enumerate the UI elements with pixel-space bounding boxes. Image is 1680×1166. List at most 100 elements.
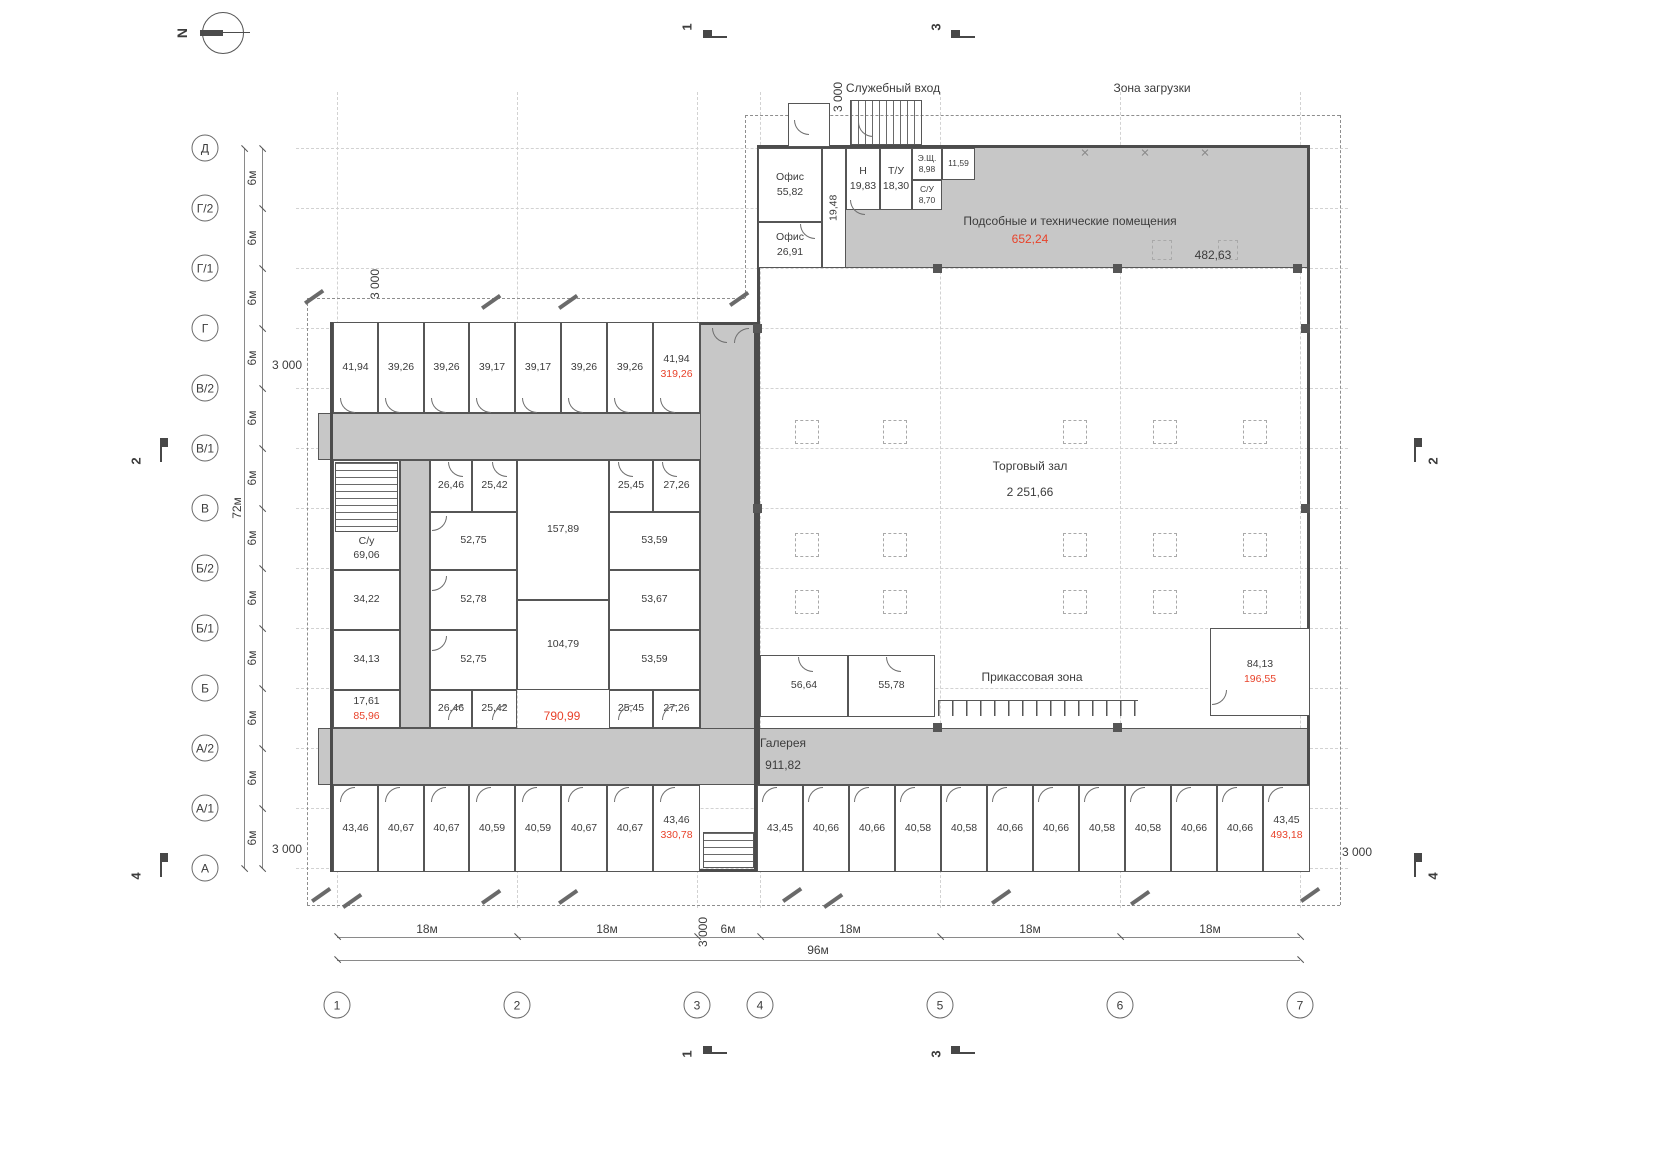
section-marker-glyph: [951, 1052, 975, 1055]
row-dim-label: 6м: [245, 770, 259, 786]
room-area-label: 40,67: [433, 821, 460, 834]
room-area-label: 104,79: [546, 638, 580, 651]
col-dim-label: 18м: [1019, 922, 1041, 936]
loading-zone-label: Зона загрузки: [1113, 81, 1191, 95]
section-marker: [156, 853, 168, 877]
room-cell: 157,89: [517, 460, 609, 600]
room-cell: 43,46: [333, 785, 378, 872]
room-area-label: 25,45: [617, 702, 645, 715]
section-marker: [703, 1046, 727, 1058]
room-area-label: 34,22: [353, 593, 380, 606]
entrance-mark: [1129, 890, 1151, 906]
room-area-label: 69,06: [353, 549, 380, 562]
column: [753, 504, 762, 513]
column-dashed: [1063, 533, 1087, 557]
room-area-label: 11,59: [948, 158, 969, 169]
room-cell: 52,75: [430, 512, 517, 570]
col-dim-label: 6м: [720, 922, 736, 936]
room-cell: 34,13: [333, 630, 400, 690]
grid-row-label: В: [191, 494, 219, 522]
room-cell: 40,66: [1217, 785, 1263, 872]
room-area-label: 39,17: [478, 360, 506, 373]
room-area-label: 52,75: [460, 653, 487, 666]
grid-row-label: Д: [191, 134, 219, 162]
room-cell: 40,67: [607, 785, 653, 872]
room-cell: 27,26: [653, 690, 700, 728]
room-area-label: 8,70: [918, 194, 936, 205]
gallery-area: [318, 728, 1310, 785]
room-area-label: 39,26: [387, 360, 415, 373]
gallery-area: 911,82: [765, 758, 801, 772]
cash-desks: [938, 700, 1138, 716]
row-dim-label: 6м: [245, 470, 259, 486]
room-area-label: 19,83: [849, 179, 877, 192]
grid-row-label: А/2: [191, 734, 219, 762]
column-dashed: [1243, 533, 1267, 557]
room-cell: 39,26: [607, 322, 653, 413]
dim-3000: 3 000: [271, 358, 303, 372]
room-area-label: 56,64: [790, 679, 818, 692]
room-area-label: 25,42: [481, 479, 508, 492]
column: [1293, 264, 1302, 273]
dim-3000: 3 000: [1341, 845, 1373, 859]
room-area-label: 39,26: [570, 360, 598, 373]
room-area-label: 40,66: [1042, 821, 1070, 834]
room-total-area: 319,26: [660, 368, 693, 380]
entrance-mark: [480, 294, 502, 310]
section-2-label: 2: [1425, 457, 1441, 465]
row-dim-label: 6м: [245, 170, 259, 186]
column-dashed: [883, 420, 907, 444]
row-dim-label: 6м: [245, 710, 259, 726]
room-area-label: 40,67: [387, 821, 415, 834]
room-area-label: 41,94: [663, 353, 690, 366]
dim-3000: 3 000: [831, 81, 845, 113]
column-dashed: [795, 533, 819, 557]
room-cell: 39,26: [378, 322, 424, 413]
room-cell: 40,67: [424, 785, 469, 872]
room-area-label: 40,59: [478, 821, 506, 834]
grid-line-horizontal: [296, 568, 1348, 569]
room-cell: 41,94 319,26: [653, 322, 700, 413]
gallery-label: Галерея: [759, 736, 807, 750]
room-area-label: 26,46: [437, 702, 465, 715]
room-cell: 40,58: [941, 785, 987, 872]
row-dim-label: 6м: [245, 230, 259, 246]
tech-rooms-total: 652,24: [1011, 232, 1049, 246]
entrance-mark: [822, 893, 844, 909]
dim-3000: 3 000: [368, 268, 382, 300]
section-marker: [1410, 853, 1422, 877]
room-area-label: 53,59: [641, 653, 668, 666]
section-marker: [951, 30, 975, 42]
room-cell: 40,58: [895, 785, 941, 872]
room-area-label: 40,66: [858, 821, 886, 834]
setback-outline: [745, 115, 746, 298]
dim-3000: 3 000: [271, 842, 303, 856]
compass-needle: [200, 30, 223, 36]
col-dim-label: 18м: [839, 922, 861, 936]
grid-row-label: А: [191, 854, 219, 882]
room-area-label: 52,75: [460, 534, 487, 547]
room-area-label: 43,45: [766, 821, 794, 834]
column: [1301, 324, 1310, 333]
grid-line-horizontal: [296, 268, 1348, 269]
room-cell: 39,17: [469, 322, 515, 413]
room-area-label: 25,45: [617, 479, 645, 492]
total-width-label: 96м: [807, 943, 829, 957]
room-area-label: 25,42: [481, 702, 508, 715]
room-cell: 19,48: [822, 148, 846, 268]
room-cell: 26,46: [430, 460, 472, 512]
column: [933, 723, 942, 732]
room-cell: 53,59: [609, 630, 700, 690]
room-cell: 40,66: [1171, 785, 1217, 872]
column-dashed: [1243, 590, 1267, 614]
setback-outline: [1340, 115, 1341, 905]
room-area-label: 43,45: [1273, 814, 1300, 827]
grid-row-label: В/2: [191, 374, 219, 402]
grid-line-horizontal: [296, 508, 1348, 509]
col-dim-label: 18м: [1199, 922, 1221, 936]
section-marker: [951, 1046, 975, 1058]
